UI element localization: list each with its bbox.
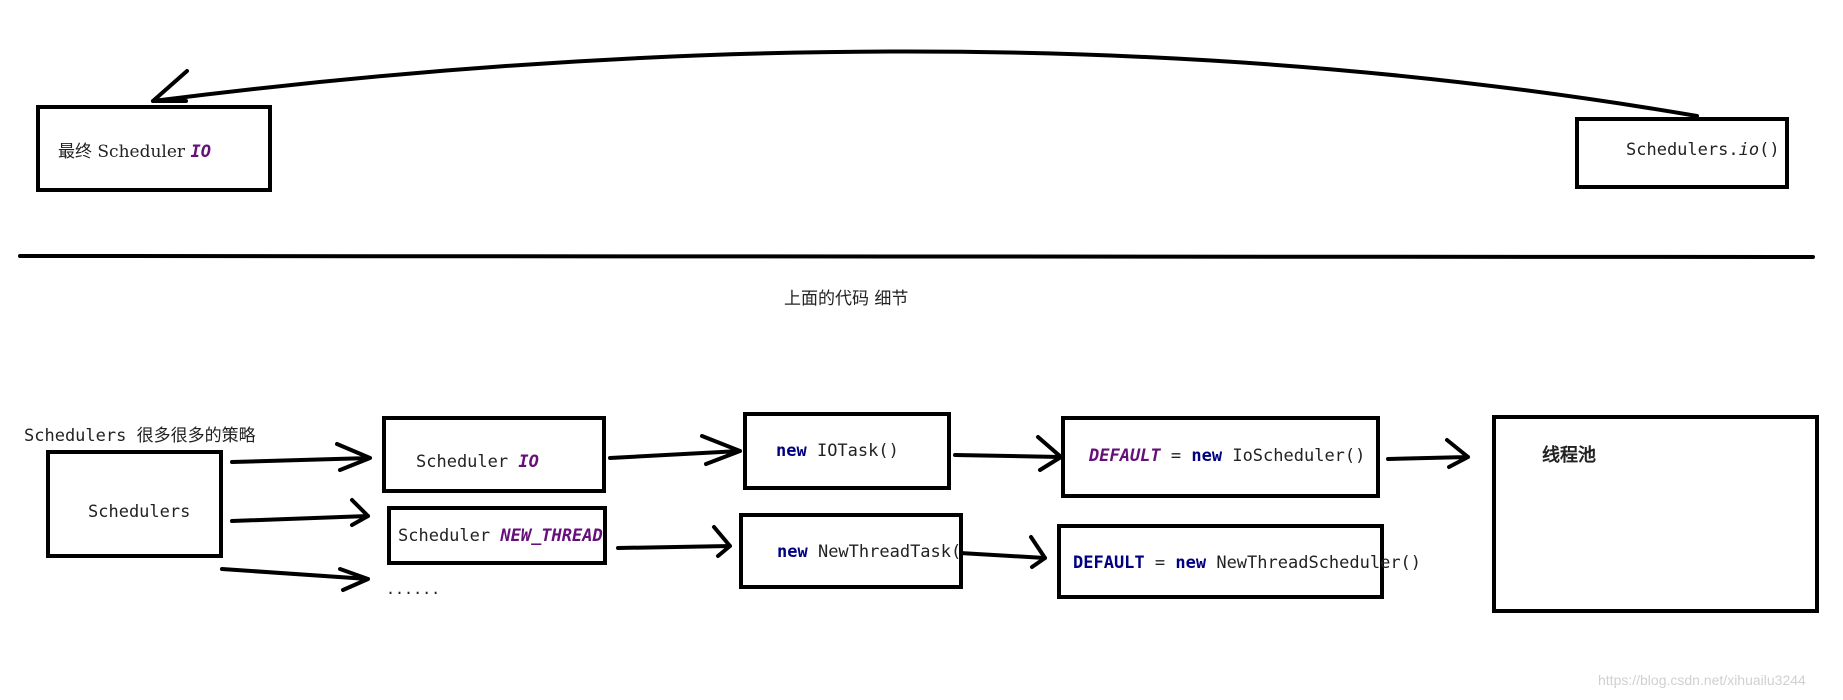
schedulers-io-call-label: Schedulers.io(): [1626, 140, 1780, 160]
thread-pool-label: 线程池: [1542, 445, 1596, 466]
schedulers-box: [46, 450, 223, 558]
curved-arrow-top-head: [151, 69, 189, 103]
thread-pool-box: [1492, 415, 1819, 613]
iotask-rest: IOTask(): [806, 441, 899, 461]
strategies-label: Schedulers 很多很多的策略: [24, 421, 256, 446]
scheduler-io-box: [382, 416, 606, 493]
final-scheduler-prefix: 最终 Scheduler: [58, 142, 191, 162]
default-io-scheduler-box: [1061, 416, 1380, 498]
default-new-thread-field: DEFAULT: [1073, 553, 1145, 573]
schedulers-box-label: Schedulers: [88, 502, 191, 522]
arrow-to-ellipsis: [220, 567, 370, 592]
new-thread-task-label: new NewThreadTask(): [777, 542, 959, 562]
more-schedulers-ellipsis: ......: [386, 580, 441, 598]
final-scheduler-io-label: 最终 Scheduler IO: [58, 137, 211, 162]
schedulers-io-method: io: [1738, 140, 1760, 160]
scheduler-io-field: IO: [518, 452, 539, 472]
default-new-thread-eq: =: [1144, 553, 1176, 573]
scheduler-new-thread-prefix: Scheduler: [398, 526, 501, 546]
default-io-scheduler-label: DEFAULT = new IoScheduler(): [1089, 446, 1365, 466]
section-caption: 上面的代码 细节: [784, 289, 909, 309]
scheduler-new-thread-box: [387, 506, 607, 565]
iotask-box: [743, 412, 951, 490]
default-io-rest: IoScheduler(): [1222, 446, 1366, 466]
scheduler-new-thread-field: NEW_THREAD: [500, 526, 603, 546]
schedulers-io-suffix: (): [1759, 140, 1780, 160]
default-io-eq: =: [1160, 446, 1192, 466]
new-thread-task-box: [739, 513, 963, 589]
default-io-field: DEFAULT: [1089, 446, 1161, 466]
default-io-keyword: new: [1191, 446, 1223, 466]
arrow-to-scheduler-new-thread: [230, 498, 370, 527]
default-new-thread-keyword: new: [1175, 553, 1207, 573]
arrow-newthread-to-task: [616, 525, 732, 558]
arrow-task-to-default: [958, 535, 1047, 569]
new-thread-task-keyword: new: [777, 542, 808, 562]
arrow-iotask-to-default: [953, 435, 1063, 472]
default-new-thread-scheduler-box: [1057, 524, 1384, 599]
strategies-label-text: Schedulers 很多很多的策略: [24, 426, 256, 446]
arrow-io-to-iotask: [608, 434, 742, 466]
final-scheduler-field: IO: [190, 142, 211, 162]
curved-arrow-top: [151, 49, 1699, 118]
new-thread-task-rest: NewThreadTask(): [807, 542, 959, 562]
arrow-default-to-pool: [1386, 438, 1470, 469]
scheduler-io-label: Scheduler IO: [416, 452, 539, 472]
final-scheduler-io-box: [36, 105, 272, 192]
scheduler-io-prefix: Scheduler: [416, 452, 519, 472]
section-divider: [18, 254, 1815, 259]
watermark: https://blog.csdn.net/xihuailu3244: [1598, 672, 1806, 688]
schedulers-io-prefix: Schedulers.: [1626, 140, 1739, 160]
default-new-thread-scheduler-label: DEFAULT = new NewThreadScheduler(): [1073, 553, 1421, 573]
iotask-keyword: new: [776, 441, 807, 461]
schedulers-io-call-box: [1575, 117, 1789, 189]
default-new-thread-rest: NewThreadScheduler(): [1206, 553, 1422, 573]
iotask-label: new IOTask(): [776, 441, 899, 461]
scheduler-new-thread-label: Scheduler NEW_THREAD: [398, 526, 603, 546]
arrow-to-scheduler-io: [230, 442, 372, 472]
